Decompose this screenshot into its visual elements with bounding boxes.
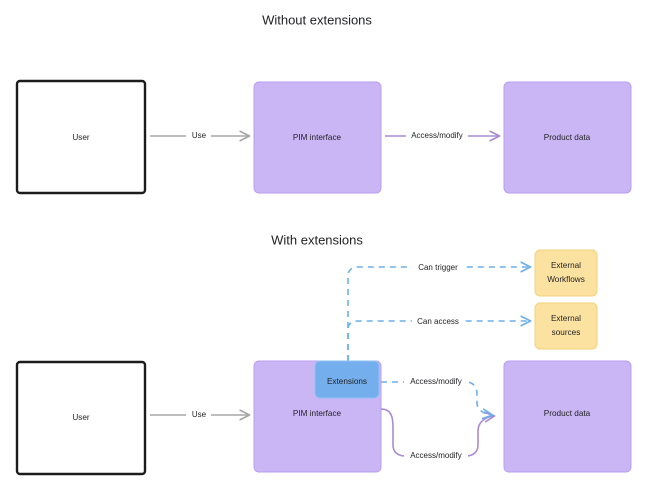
edge-ext-to-workflows-label: Can trigger	[418, 263, 458, 272]
node-product-data-top[interactable]	[503, 81, 632, 194]
node-external-sources[interactable]	[534, 302, 598, 350]
edge-pim-to-data-top-label: Access/modify	[411, 131, 463, 140]
edge-user-to-pim-top-label: Use	[192, 131, 207, 140]
node-external-workflows[interactable]	[534, 249, 598, 297]
node-user-bottom-label: User	[72, 413, 90, 422]
edge-pim-to-data-bottom-label: Access/modify	[410, 451, 462, 460]
node-pim-interface-top[interactable]	[253, 81, 382, 194]
section-title-with-extensions: With extensions	[271, 232, 363, 247]
edge-ext-to-workflows-label-bg	[412, 261, 465, 274]
node-product-data-top-label: Product data	[544, 133, 591, 142]
node-user-top[interactable]	[15, 79, 147, 195]
section-title-without-extensions: Without extensions	[262, 12, 372, 27]
node-pim-interface-top-label: PIM interface	[293, 133, 342, 142]
edge-pim-to-data-bottom	[380, 408, 494, 457]
node-extensions-label: Extensions	[327, 377, 367, 386]
edge-ext-to-workflows	[347, 267, 530, 361]
edge-user-to-pim-top-label-bg	[186, 129, 211, 142]
node-product-data-bottom[interactable]	[503, 360, 632, 473]
edge-user-to-pim-bottom-label: Use	[192, 410, 207, 419]
node-pim-interface-bottom-label: PIM interface	[293, 409, 342, 418]
node-product-data-bottom-label: Product data	[544, 409, 591, 418]
node-external-sources-label-line1: External	[551, 314, 581, 323]
edge-user-to-pim-bottom-label-bg	[186, 408, 211, 421]
edge-pim-to-data-bottom-label-bg	[404, 449, 468, 462]
node-external-workflows-label-line1: External	[551, 261, 581, 270]
edge-ext-to-data-label-bg	[404, 375, 468, 388]
node-extensions[interactable]	[314, 360, 380, 399]
node-user-bottom[interactable]	[15, 360, 147, 476]
node-external-workflows-label-line2: Workflows	[547, 275, 585, 284]
edge-ext-to-sources-label: Can access	[417, 317, 459, 326]
edge-pim-to-data-top-label-bg	[406, 129, 468, 142]
edge-ext-to-data-label: Access/modify	[410, 377, 462, 386]
node-external-sources-label-line2: sources	[552, 328, 581, 337]
edge-ext-to-sources-label-bg	[412, 315, 464, 328]
node-user-top-label: User	[72, 133, 90, 142]
edge-ext-to-sources	[347, 321, 530, 361]
edge-ext-to-data	[381, 381, 492, 415]
